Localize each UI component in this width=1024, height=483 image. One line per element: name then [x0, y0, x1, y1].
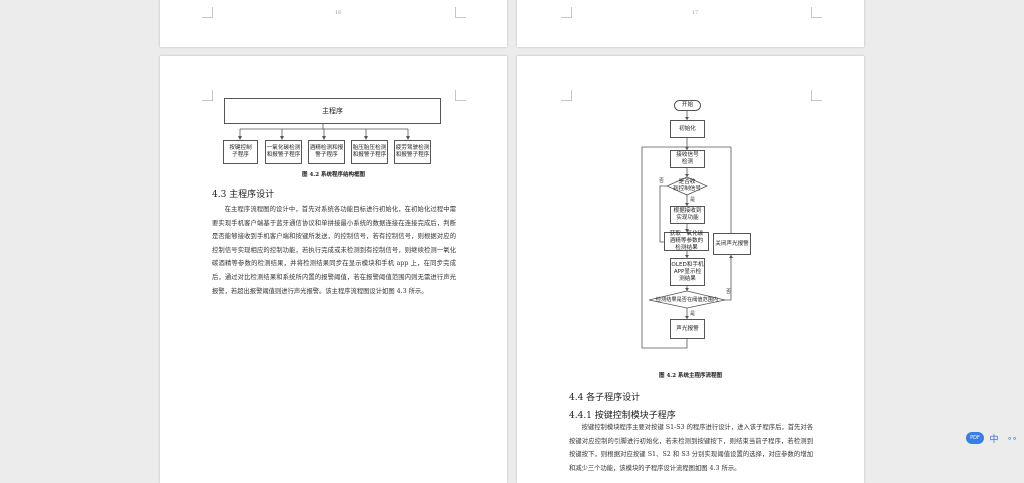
language-toggle[interactable]: 中	[986, 431, 1002, 445]
flow-label-no: 否	[659, 178, 665, 184]
decision-2-shape	[648, 290, 726, 309]
sub-program-box: 一氧化碳检测 和报警子程序	[265, 140, 302, 164]
decision-1-shape	[666, 176, 708, 196]
flow-decision-2: 检测结果是否在阈值范围内	[655, 296, 719, 303]
page-number: 17	[692, 10, 699, 16]
flowchart-lines	[641, 111, 733, 349]
sub-program-box: 酒精检测和报 警子程序	[308, 140, 345, 164]
body-paragraph: 按键控制模块程序主要对按键 S1-S3 的程序进行设计，进入该子程序后，首先对各…	[569, 424, 813, 472]
corner-mark	[455, 90, 466, 101]
flow-display: OLED和手机 APP显示检 测结果	[670, 258, 705, 286]
flow-detect: 获取一氧化碳 酒精等参数的 检测结果	[664, 231, 709, 251]
body-paragraph: 在主程序流程图的设计中，首先对系统各功能目标进行初始化，在初始化过程中需要实现手…	[212, 206, 456, 295]
sub-program-box: 疲劳驾驶检测 和报警子程序	[394, 140, 431, 164]
flow-decision-1: 是否收 到控制信号	[673, 179, 701, 192]
sub-program-box: 胎压胎压检测 和报警子程序	[351, 140, 388, 164]
page-right: 开始 初始化 接收信号 检测 是否收 到控制信号 否 是 根据接收到 实现功能 …	[517, 56, 864, 483]
corner-mark	[202, 90, 213, 101]
section-heading: 4.4 各子程序设计	[569, 393, 641, 403]
flow-init: 初始化	[670, 120, 705, 138]
corner-mark	[455, 7, 466, 18]
language-label: 中	[989, 434, 999, 445]
corner-mark	[811, 90, 822, 101]
page-17: 17	[517, 0, 864, 47]
page-number: 16	[335, 10, 342, 16]
corner-mark	[561, 7, 572, 18]
main-program-box: 主程序	[224, 98, 441, 124]
flow-label-yes: 是	[690, 197, 696, 203]
pdf-badge-label: PDF	[970, 435, 980, 441]
corner-mark	[202, 7, 213, 18]
sub-program-box: 按键控制 子程序	[223, 140, 258, 164]
corner-mark	[561, 90, 572, 101]
flow-label-no: 否	[726, 289, 732, 295]
settings-dots-icon[interactable]: ∘∘	[1006, 433, 1017, 443]
flow-receive: 接收信号 检测	[670, 150, 705, 168]
flow-alarm: 声光报警	[670, 319, 705, 339]
structure-diagram-lines	[238, 123, 410, 140]
figure-caption: 图 4.2 系统程序结构框图	[302, 172, 365, 178]
flow-label-yes: 是	[690, 311, 696, 317]
subsection-heading: 4.4.1 按键控制模块子程序	[569, 411, 676, 421]
flow-close-alarm: 关闭声光报警	[713, 233, 751, 255]
section-heading: 4.3 主程序设计	[212, 190, 275, 200]
figure-caption: 图 4.2 系统主程序流程图	[659, 373, 722, 379]
page-left: 主程序 按键控制 子程序 一氧化碳检测 和报警子程序 酒精检测和报 警子程序 胎…	[160, 56, 507, 483]
flow-start: 开始	[674, 100, 701, 111]
corner-mark	[811, 7, 822, 18]
flow-adjust: 根据接收到 实现功能	[670, 206, 705, 224]
page-16: 16	[160, 0, 507, 47]
pdf-badge[interactable]: PDF	[966, 432, 984, 444]
